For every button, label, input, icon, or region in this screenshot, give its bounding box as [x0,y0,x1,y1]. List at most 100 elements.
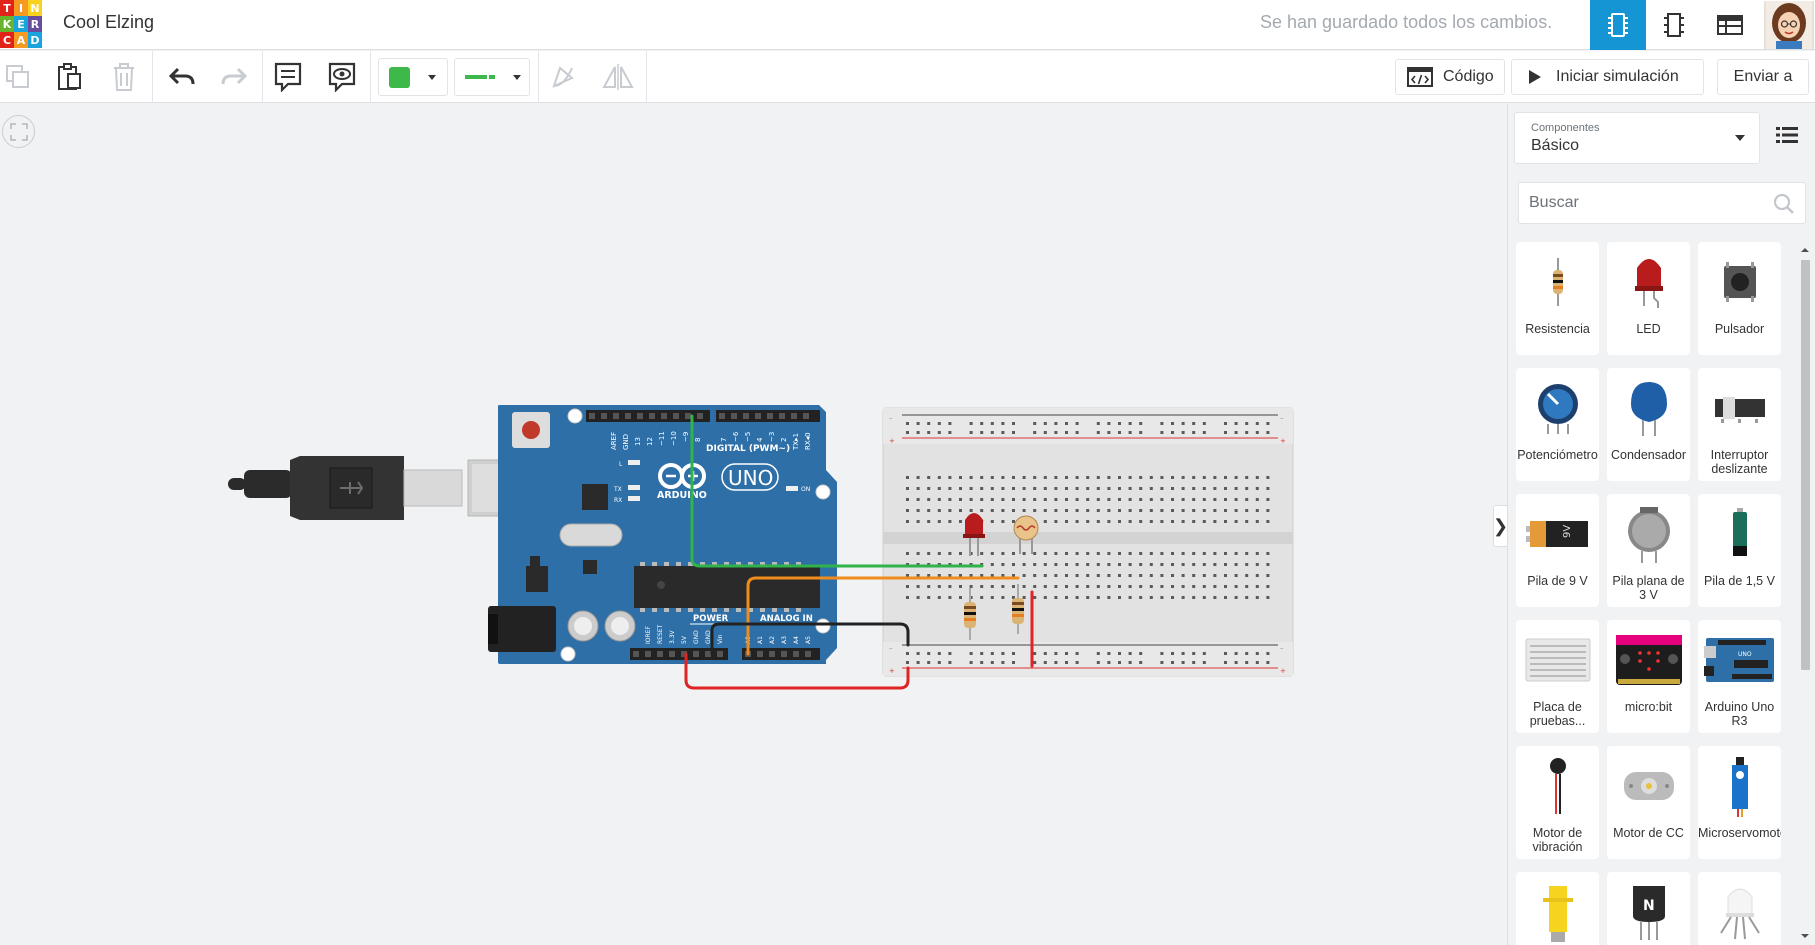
chevron-down-icon [428,74,436,80]
circuit-canvas[interactable]: AREF GND 13 12 ~11 ~10 ~9 8 7 ~6 ~5 4 ~3… [0,104,1505,945]
digital-pwm-label: DIGITAL (PWM~) [706,444,790,454]
color-picker-dropdown[interactable] [378,58,448,96]
paste-button[interactable] [52,57,88,97]
svg-text:5V: 5V [681,635,688,644]
chevron-right-icon: ❯ [1492,515,1509,536]
scroll-up-icon[interactable] [1798,244,1812,256]
code-button[interactable]: Código [1395,59,1505,95]
red-wire-5v[interactable] [684,652,910,690]
component-dc-motor[interactable]: Motor de CC [1607,746,1690,859]
component-led[interactable]: LED [1607,242,1690,355]
svg-text:+: + [889,437,895,445]
battery-9v-icon: 9V [1516,502,1599,566]
rgb-led-icon [1698,880,1781,944]
components-panel: Componentes Básico ResistenciaLEDPulsado… [1507,104,1815,945]
svg-text:A3: A3 [781,636,788,644]
green-wire[interactable] [690,414,984,568]
project-title[interactable]: Cool Elzing [63,12,155,32]
resistor-1[interactable] [964,588,976,640]
circuit-view-button[interactable] [1590,0,1646,50]
user-avatar[interactable] [1764,1,1814,49]
component-pushbutton[interactable]: Pulsador [1698,242,1781,355]
toolbar-separator [262,51,263,103]
component-battery-aa[interactable]: Pila de 1,5 V [1698,494,1781,607]
list-view-button[interactable] [1776,126,1802,150]
arduino-uno-board[interactable]: AREF GND 13 12 ~11 ~10 ~9 8 7 ~6 ~5 4 ~3… [488,405,837,664]
svg-text:+: + [1280,437,1286,445]
toolbar-separator [152,51,153,103]
coin-battery-icon [1607,502,1690,566]
red-led[interactable] [963,513,985,556]
rotate-button[interactable] [546,57,580,97]
component-transistor[interactable]: N [1607,872,1690,945]
svg-text:12: 12 [646,437,654,446]
component-label-line: vibración [1532,840,1583,854]
svg-text:~6: ~6 [732,431,740,442]
breadboard[interactable]: –+ –+ –+ –+ [882,407,1294,677]
component-capacitor[interactable]: Condensador [1607,368,1690,481]
capacitor-icon [1607,376,1690,440]
fit-to-view-button[interactable] [2,115,35,148]
black-wire[interactable] [710,622,910,656]
svg-text:4: 4 [756,437,764,442]
logo-letter: T [0,0,14,16]
component-resistor[interactable]: Resistencia [1516,242,1599,355]
save-status: Se han guardado todos los cambios. [1260,12,1553,32]
component-gearmotor[interactable] [1516,872,1599,945]
component-label-line: Placa de [1533,700,1582,714]
toolbar-separator [646,51,647,103]
list-icon [1776,127,1798,143]
component-microservo[interactable]: Microservomotor [1698,746,1781,859]
svg-text:~5: ~5 [744,432,752,442]
components-category-select[interactable]: Componentes Básico [1514,112,1760,164]
delete-button[interactable] [106,57,142,97]
orange-wire[interactable] [746,576,1020,656]
component-potentiometer[interactable]: Potenciómetro [1516,368,1599,481]
component-rgb-led[interactable] [1698,872,1781,945]
flip-button[interactable] [600,57,636,97]
scroll-thumb[interactable] [1801,260,1810,670]
send-to-button[interactable]: Enviar a [1717,59,1809,95]
copy-icon [6,65,29,88]
copy-button[interactable] [2,57,34,97]
search-input[interactable] [1519,183,1769,223]
wire-type-dropdown[interactable] [454,58,530,96]
svg-text:A4: A4 [793,636,800,644]
note-button[interactable] [270,57,306,97]
component-label: micro:bit [1624,700,1673,714]
start-simulation-button[interactable]: Iniciar simulación [1511,59,1704,95]
photoresistor[interactable] [1013,515,1039,554]
svg-text:A2: A2 [769,636,776,644]
svg-text:GND: GND [622,434,630,450]
panel-scrollbar[interactable] [1798,242,1812,942]
component-list-view-button[interactable] [1702,0,1758,50]
scroll-down-icon[interactable] [1798,930,1812,942]
svg-text:GND: GND [705,630,712,644]
schematic-view-button[interactable] [1646,0,1702,50]
toggle-notes-visibility-button[interactable] [324,57,360,97]
panel-collapse-toggle[interactable]: ❯ [1492,505,1509,547]
svg-text:9V: 9V [1562,525,1573,538]
svg-text:IOREF: IOREF [645,626,652,644]
vibration-motor-icon [1516,754,1599,818]
redo-button[interactable] [216,57,252,97]
component-label-line: pruebas... [1529,714,1586,728]
svg-text:3.3V: 3.3V [669,629,676,644]
search-icon[interactable] [1773,193,1795,215]
svg-text:A1: A1 [757,636,764,644]
component-microbit[interactable]: micro:bit [1607,620,1690,733]
board-name-label: ARDUINO [657,490,707,501]
avatar-icon [1766,1,1812,49]
resistor-2[interactable] [1012,584,1024,634]
undo-button[interactable] [164,57,200,97]
mirror-icon [602,64,634,90]
svg-text:+: + [1280,667,1286,675]
